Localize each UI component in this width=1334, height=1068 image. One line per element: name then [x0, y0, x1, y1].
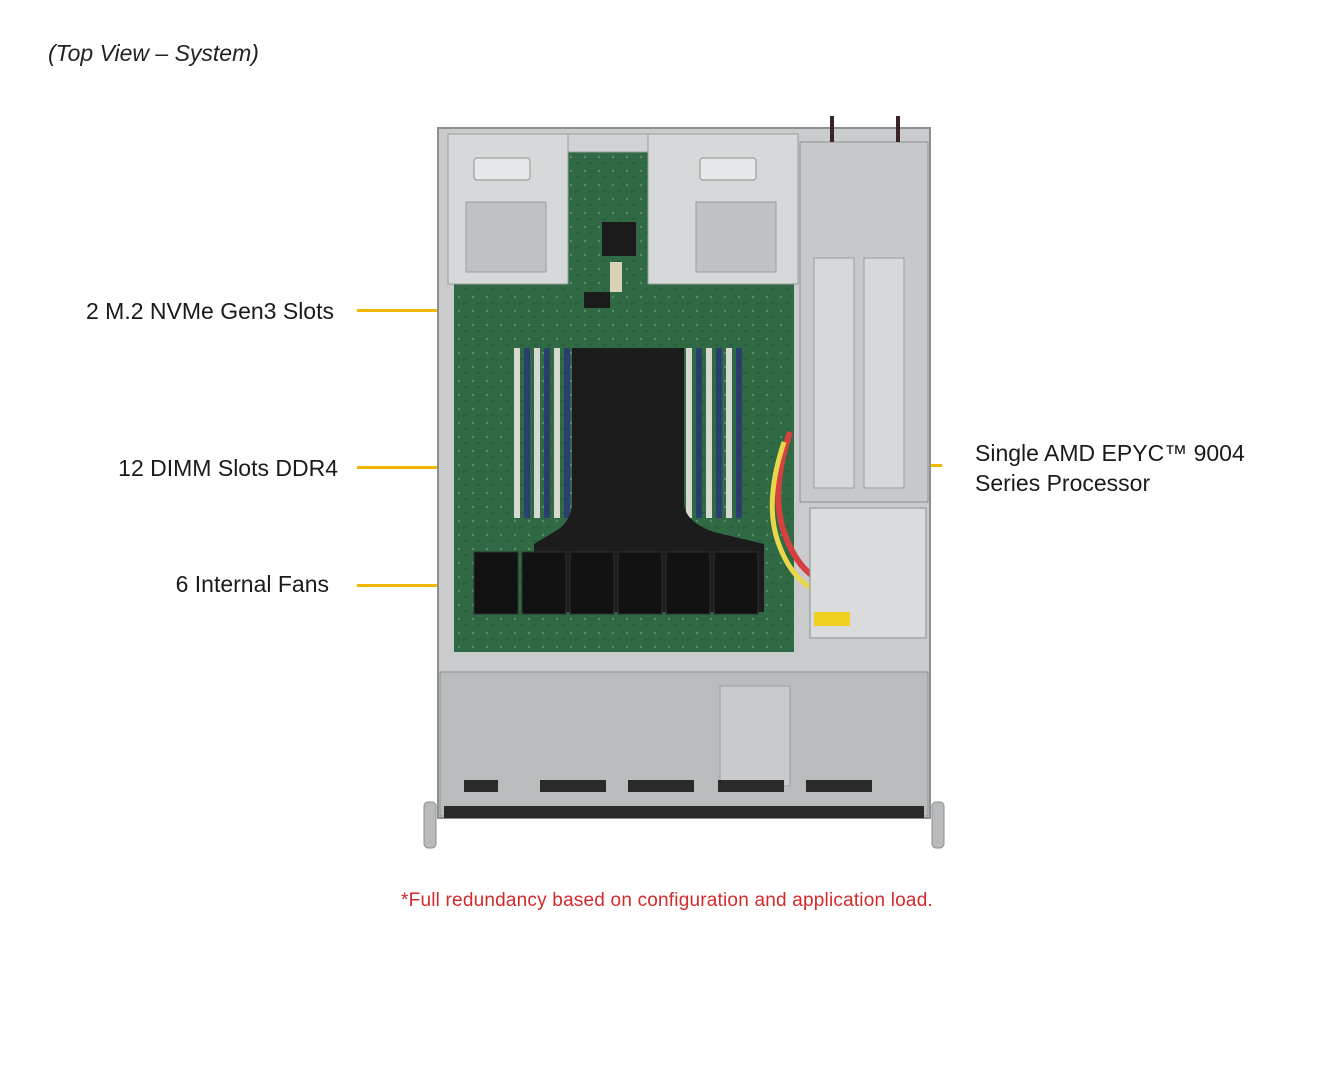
right-rack-ear	[931, 801, 945, 849]
label-dimm-slots: 12 DIMM Slots DDR4	[118, 455, 338, 481]
label-internal-fans: 6 Internal Fans	[175, 571, 329, 597]
footnote-redundancy: *Full redundancy based on configuration …	[401, 890, 933, 911]
server-chassis-illustration	[423, 116, 945, 849]
dimm-bank-left	[514, 348, 570, 518]
view-title: (Top View – System)	[48, 40, 259, 66]
label-processor-line1: Single AMD EPYC™ 9004	[975, 440, 1245, 466]
label-m2-slots: 2 M.2 NVMe Gen3 Slots	[86, 298, 334, 324]
dimm-bank-right	[686, 348, 742, 518]
internal-fans	[473, 551, 759, 615]
pointer-internal-fans	[357, 584, 485, 587]
label-processor-line2: Series Processor	[975, 470, 1151, 496]
front-drive-bay	[439, 671, 929, 817]
cpu-air-shroud	[534, 348, 764, 612]
label-processor: Single AMD EPYC™ 9004 Series Processor	[975, 438, 1245, 498]
left-rack-ear	[423, 801, 437, 849]
